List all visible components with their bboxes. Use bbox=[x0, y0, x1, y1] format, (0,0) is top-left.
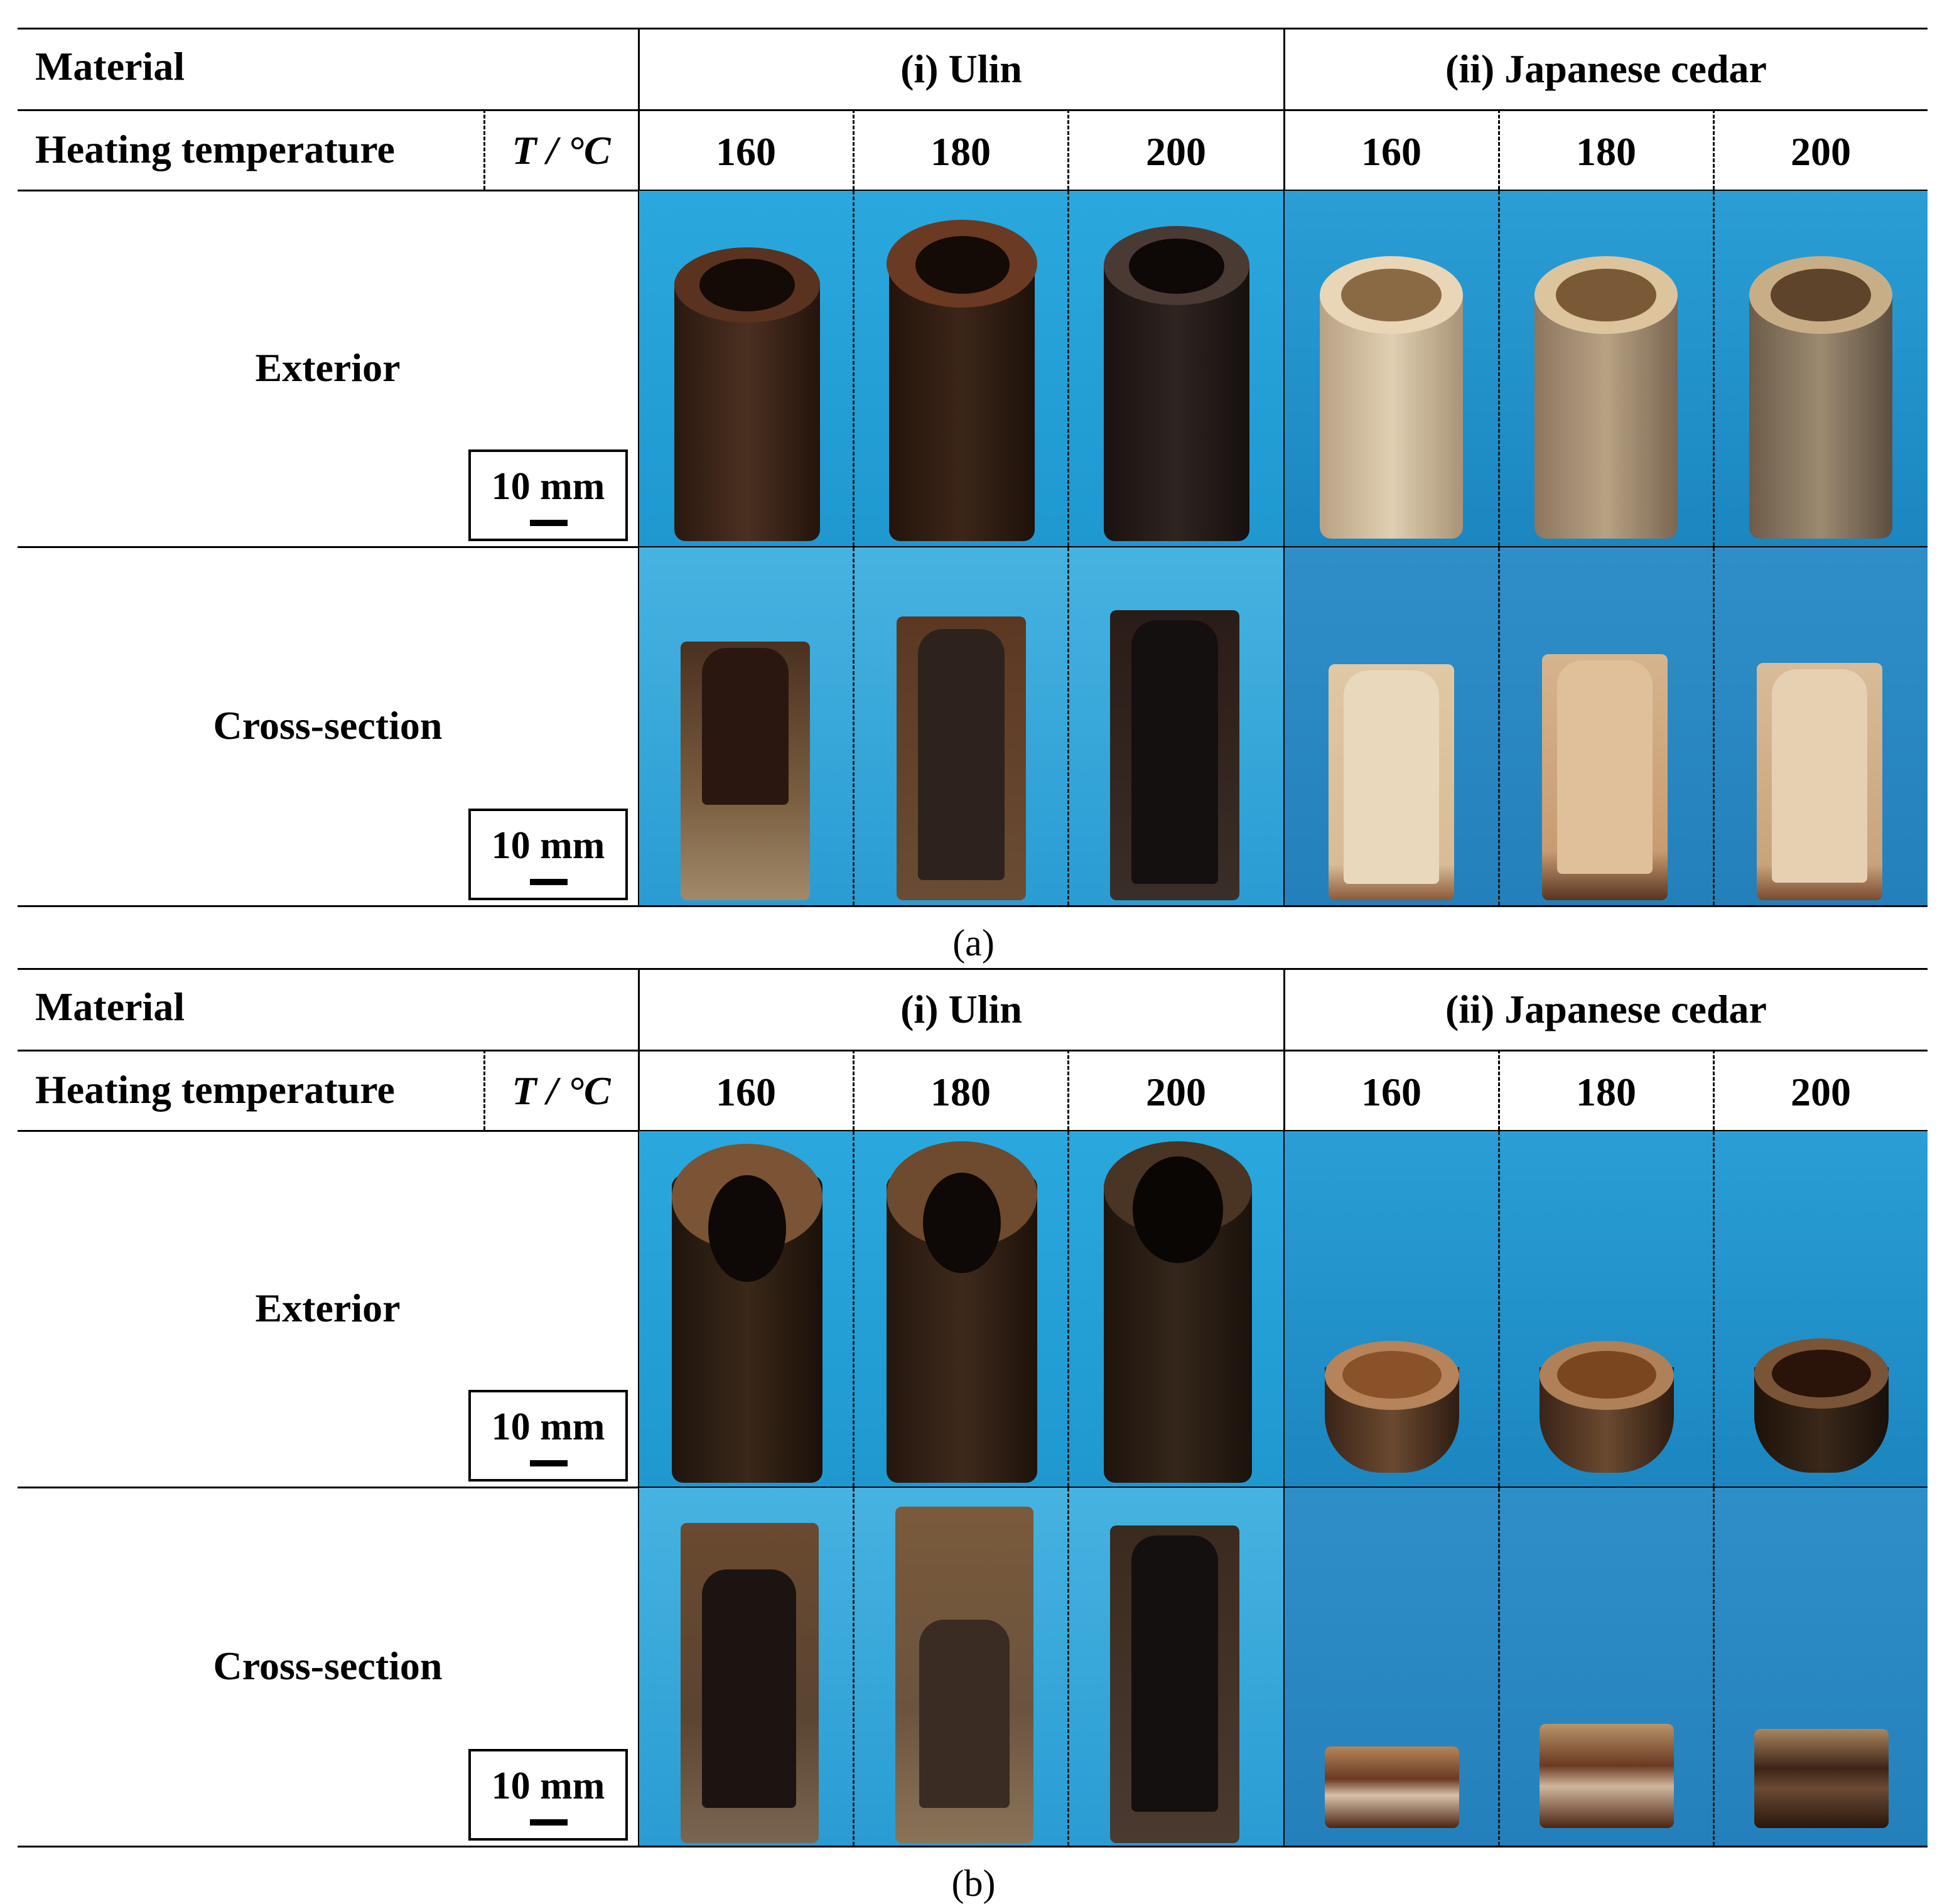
scale-bar-line bbox=[530, 1819, 568, 1826]
table-rule bbox=[18, 1050, 1928, 1052]
temp-divider bbox=[1713, 1050, 1715, 1130]
heating-temperature-label: Heating temperature bbox=[35, 1067, 395, 1112]
table-rule bbox=[18, 1130, 1928, 1132]
scale-bar-line bbox=[530, 520, 568, 526]
temp-ulin-180: 180 bbox=[930, 1070, 991, 1114]
scale-bar-line bbox=[530, 879, 568, 885]
specimen-table-b: Material (i) Ulin (ii) Japanese cedar He… bbox=[18, 968, 1928, 1848]
scale-bar-box: 10 mm bbox=[468, 809, 628, 900]
ulin-exterior-photo bbox=[639, 191, 1283, 546]
table-rule-bottom bbox=[18, 905, 1928, 907]
cedar-exterior-photo bbox=[1285, 191, 1928, 546]
scale-bar-label: 10 mm bbox=[491, 465, 605, 508]
column-divider bbox=[1283, 28, 1285, 906]
table-rule-bottom bbox=[18, 1846, 1928, 1848]
scale-bar-label: 10 mm bbox=[491, 824, 605, 867]
ulin-cross-section-photo bbox=[639, 1488, 1283, 1846]
temp-divider bbox=[853, 1050, 855, 1130]
scale-bar-label: 10 mm bbox=[491, 1765, 605, 1807]
temp-ulin-180: 180 bbox=[930, 129, 991, 174]
temp-cedar-160: 160 bbox=[1361, 1070, 1421, 1114]
temp-cedar-180: 180 bbox=[1576, 1070, 1636, 1114]
scale-bar-box: 10 mm bbox=[468, 449, 628, 541]
heating-temperature-label: Heating temperature bbox=[35, 127, 395, 171]
cross-section-label: Cross-section bbox=[213, 703, 443, 748]
cedar-cross-section-photo bbox=[1285, 547, 1928, 905]
exterior-label: Exterior bbox=[255, 345, 401, 390]
temp-ulin-160: 160 bbox=[716, 1070, 776, 1114]
cross-section-label: Cross-section bbox=[213, 1643, 443, 1688]
temp-divider bbox=[1498, 1050, 1500, 1130]
temp-ulin-200: 200 bbox=[1146, 1070, 1206, 1114]
scale-bar-label: 10 mm bbox=[491, 1406, 605, 1448]
ulin-exterior-photo bbox=[639, 1131, 1283, 1487]
specimen-table-a: Material (i) Ulin (ii) Japanese cedar He… bbox=[18, 28, 1928, 908]
column-divider bbox=[638, 968, 640, 1847]
ulin-header: (i) Ulin bbox=[900, 987, 1022, 1031]
table-rule bbox=[18, 109, 1928, 111]
cedar-section-remnant-160 bbox=[1325, 1746, 1459, 1828]
temp-cedar-200: 200 bbox=[1791, 129, 1851, 174]
table-rule-top bbox=[18, 28, 1928, 30]
table-rule bbox=[18, 546, 1928, 548]
temp-cedar-200: 200 bbox=[1791, 1070, 1851, 1114]
temp-divider bbox=[1067, 109, 1069, 190]
cedar-section-remnant-200 bbox=[1754, 1729, 1889, 1828]
temp-divider bbox=[1067, 1050, 1069, 1130]
cedar-header: (ii) Japanese cedar bbox=[1445, 987, 1767, 1031]
scale-bar-box: 10 mm bbox=[468, 1390, 628, 1482]
unit-divider bbox=[483, 1050, 485, 1130]
cedar-section-remnant-180 bbox=[1540, 1724, 1674, 1828]
temp-divider bbox=[1713, 109, 1715, 190]
scale-bar-box: 10 mm bbox=[468, 1749, 628, 1841]
temp-ulin-160: 160 bbox=[716, 129, 776, 174]
column-divider bbox=[1283, 968, 1285, 1847]
caption-b: (b) bbox=[951, 1863, 996, 1904]
temp-ulin-200: 200 bbox=[1146, 129, 1206, 174]
material-label: Material bbox=[35, 984, 185, 1029]
unit-label: T / °C bbox=[512, 128, 611, 173]
unit-divider bbox=[483, 109, 485, 190]
cedar-cross-section-photo bbox=[1285, 1488, 1928, 1846]
cedar-header: (ii) Japanese cedar bbox=[1445, 46, 1767, 91]
caption-a: (a) bbox=[952, 922, 995, 964]
ulin-cross-section-photo bbox=[639, 547, 1283, 905]
ulin-header: (i) Ulin bbox=[900, 46, 1022, 91]
temp-cedar-180: 180 bbox=[1576, 129, 1636, 174]
scale-bar-line bbox=[530, 1460, 568, 1466]
table-rule-top bbox=[18, 968, 1928, 970]
column-divider bbox=[638, 28, 640, 906]
material-label: Material bbox=[35, 44, 185, 89]
unit-label: T / °C bbox=[512, 1068, 611, 1113]
table-rule bbox=[18, 1487, 1928, 1488]
cedar-exterior-photo bbox=[1285, 1131, 1928, 1487]
temp-divider bbox=[1498, 109, 1500, 190]
temp-divider bbox=[853, 109, 855, 190]
table-rule bbox=[18, 190, 1928, 191]
exterior-label: Exterior bbox=[255, 1286, 401, 1330]
temp-cedar-160: 160 bbox=[1361, 129, 1421, 174]
